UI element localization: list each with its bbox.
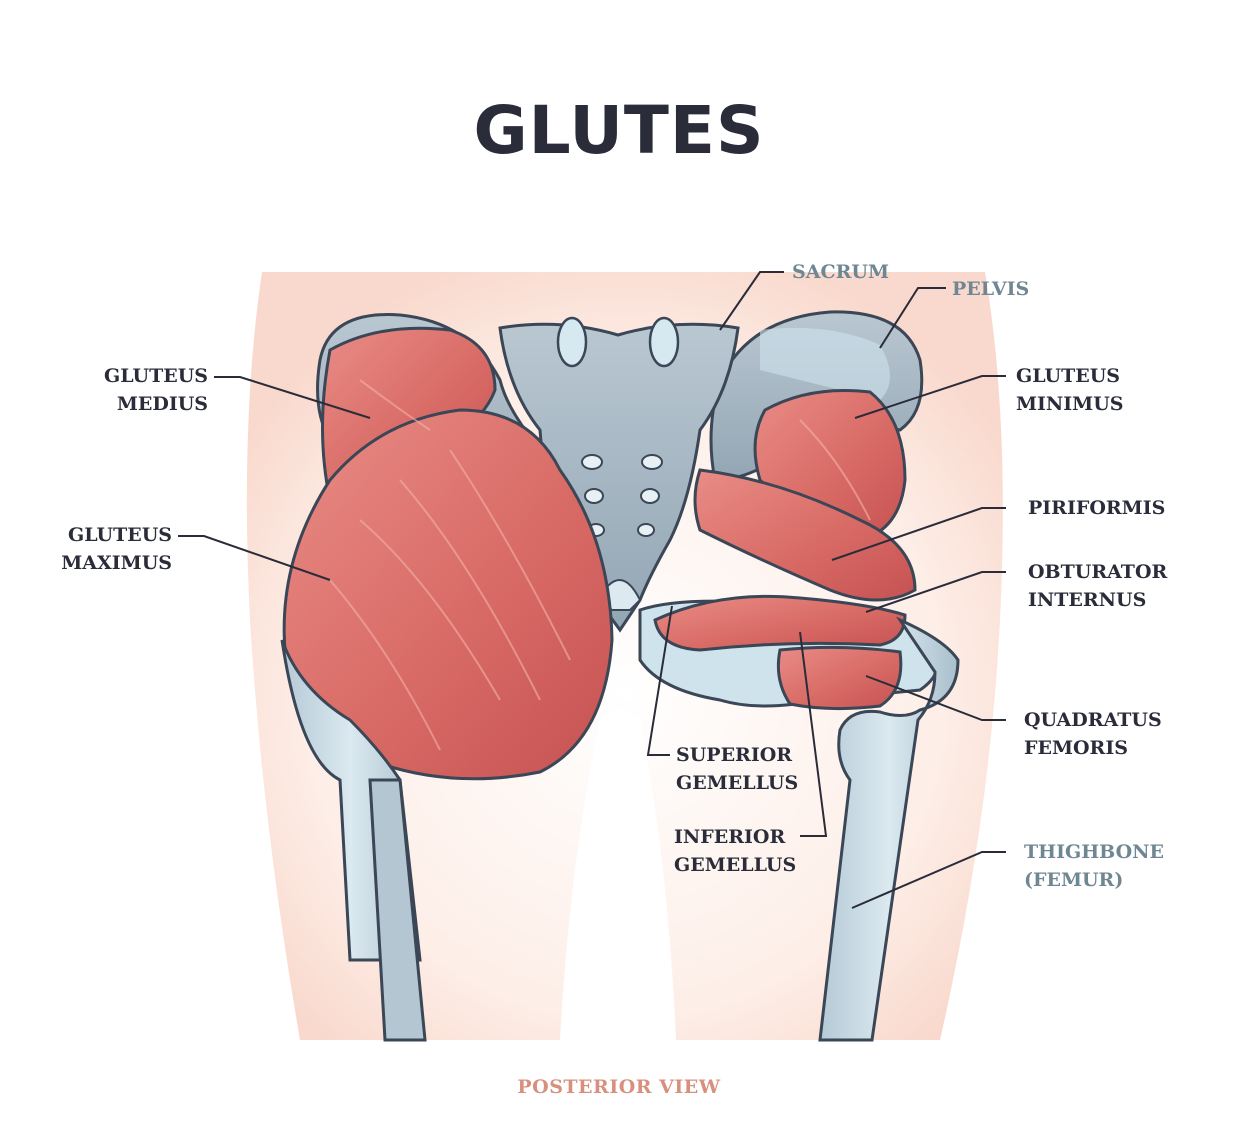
piriformis-muscle [693, 468, 917, 602]
left-femur-bone [280, 639, 427, 1042]
leader-superior-gemellus [646, 605, 673, 756]
leader-lines [178, 271, 1006, 909]
leader-gluteus-medius [214, 376, 371, 419]
quadratus-femoris-muscle [776, 645, 903, 711]
leader-pelvis [879, 287, 946, 349]
right-femur-bone [818, 616, 960, 1042]
leader-quadratus-femoris [865, 675, 1006, 721]
label-piriformis: PIRIFORMIS [1028, 497, 1166, 519]
label-pelvis: PELVIS [952, 278, 1030, 300]
leader-inferior-gemellus [799, 631, 828, 837]
diagram-title: GLUTES [473, 92, 765, 169]
obturator-internus-muscle [653, 594, 907, 652]
view-caption: POSTERIOR VIEW [517, 1076, 721, 1098]
sacrum-bone [498, 316, 740, 633]
muscle-fibers [329, 379, 871, 751]
leader-thighbone [851, 851, 1006, 909]
label-sacrum: SACRUM [792, 261, 889, 283]
leader-gluteus-minimus [854, 375, 1006, 419]
label-thighbone: THIGHBONE(FEMUR) [1024, 841, 1164, 891]
leader-gluteus-maximus [178, 535, 331, 581]
leader-obturator-internus [865, 571, 1006, 613]
leader-piriformis [831, 507, 1006, 561]
leader-sacrum [719, 271, 784, 331]
